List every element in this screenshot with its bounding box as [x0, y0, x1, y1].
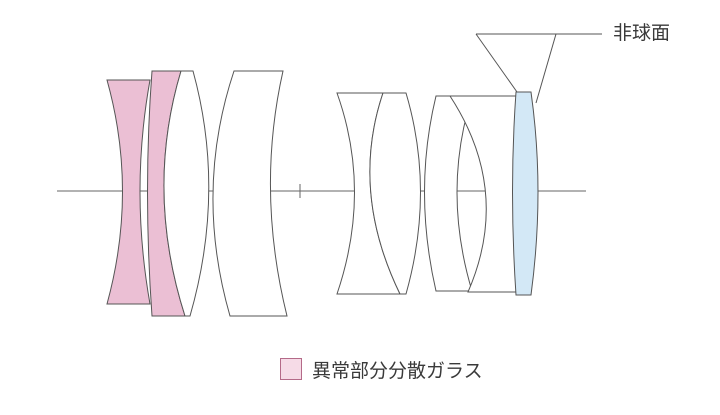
aspheric-label: 非球面 — [613, 22, 671, 44]
legend-label: 異常部分分散ガラス — [312, 359, 483, 382]
lens-element-3 — [163, 70, 210, 317]
lens-element-1-special-dispersion — [106, 79, 151, 305]
lens-element-9-aspheric — [512, 91, 539, 296]
lens-element-6 — [369, 92, 421, 295]
lens-element-4 — [212, 70, 288, 317]
aspheric-callout-lines — [475, 33, 602, 104]
legend: 異常部分分散ガラス — [280, 355, 483, 383]
legend-swatch — [280, 358, 302, 380]
lens-element-8 — [449, 95, 517, 293]
lens-element-7 — [424, 95, 473, 292]
